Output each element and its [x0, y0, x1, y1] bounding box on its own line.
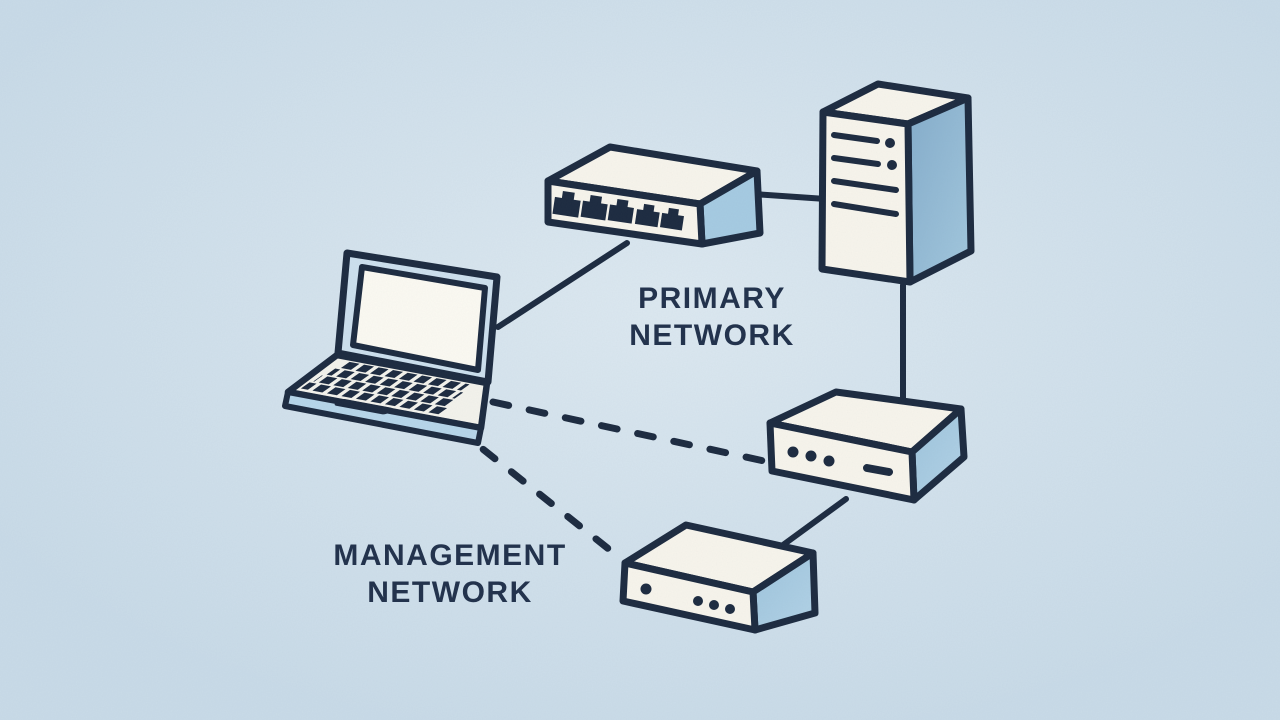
management-network-label: MANAGEMENT NETWORK — [333, 539, 567, 609]
primary-network-label: PRIMARY NETWORK — [629, 282, 795, 352]
